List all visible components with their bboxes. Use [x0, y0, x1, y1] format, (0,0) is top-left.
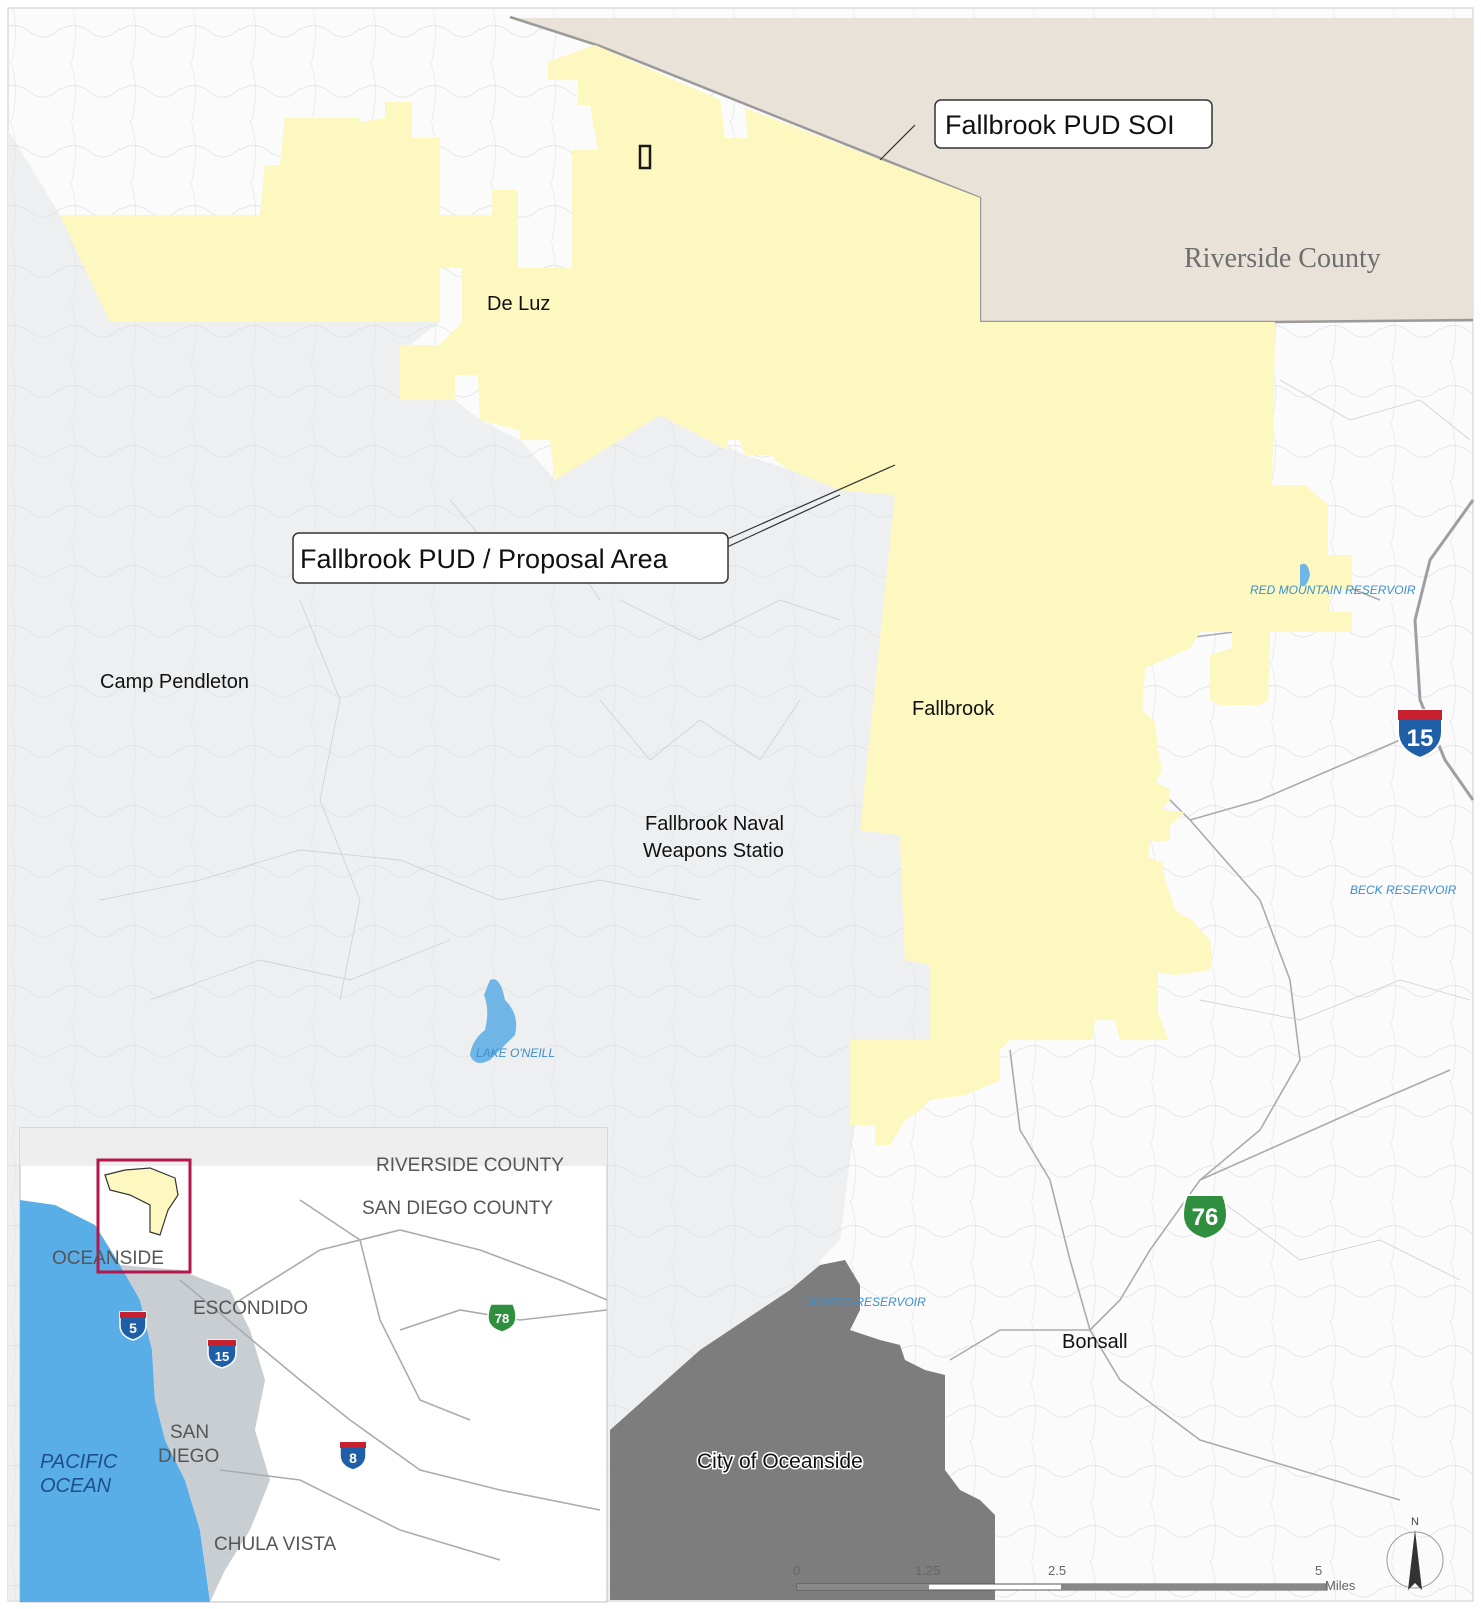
inset-sr78-number: 78 — [495, 1311, 509, 1326]
riverside-county-area — [515, 18, 1473, 322]
soi-callout-text: Fallbrook PUD SOI — [945, 110, 1175, 140]
north-arrow-icon: N — [1386, 1516, 1444, 1590]
inset-chula-vista-label: CHULA VISTA — [214, 1534, 336, 1555]
inset-escondido-label: ESCONDIDO — [193, 1298, 308, 1319]
fallbrook-label: Fallbrook — [912, 698, 995, 720]
inset-riverside-county-label: RIVERSIDE COUNTY — [376, 1155, 564, 1176]
red-mountain-water — [1300, 563, 1310, 587]
soi-callout: Fallbrook PUD SOI — [879, 99, 1213, 161]
red-mountain-reservoir-label: RED MOUNTAIN RESERVOIR — [1250, 583, 1416, 597]
inset-locator-frame — [96, 1158, 192, 1274]
inset-san-diego-county-label: SAN DIEGO COUNTY — [362, 1198, 553, 1219]
scale-tick-0: 0 — [793, 1563, 800, 1578]
scale-tick-3: 5 — [1315, 1563, 1322, 1578]
interstate-15-number: 15 — [1407, 725, 1434, 752]
inset-map: RIVERSIDE COUNTY SAN DIEGO COUNTY OCEANS… — [19, 1127, 608, 1603]
north-arrow-label: N — [1411, 1516, 1419, 1528]
inset-i5-shield: 5 — [119, 1311, 147, 1341]
camp-pendleton-label: Camp Pendleton — [100, 671, 249, 693]
naval-station-label-line1: Fallbrook Naval — [645, 813, 784, 835]
inset-i8-shield: 8 — [339, 1441, 367, 1471]
proposal-callout: Fallbrook PUD / Proposal Area — [292, 464, 896, 584]
inset-sr78-shield: 78 — [487, 1303, 517, 1333]
inset-diego-label: DIEGO — [158, 1446, 219, 1467]
scale-tick-2: 2.5 — [1048, 1563, 1066, 1578]
de-luz-label: De Luz — [487, 293, 550, 315]
inset-san-label: SAN — [170, 1422, 209, 1443]
city-of-oceanside-label: City of Oceanside — [697, 1450, 863, 1473]
proposal-callout-text: Fallbrook PUD / Proposal Area — [300, 544, 669, 574]
interstate-15-shield: 15 — [1397, 709, 1443, 760]
morro-reservoir-label: MORRO RESERVOIR — [806, 1295, 926, 1309]
sr-76-number: 76 — [1192, 1204, 1219, 1231]
soi-island — [638, 144, 652, 170]
scale-bar: 0 1.25 2.5 5 Miles — [793, 1563, 1356, 1593]
scale-unit: Miles — [1325, 1578, 1356, 1593]
inset-ocean-label: OCEAN — [40, 1475, 112, 1497]
inset-ocean — [20, 1200, 210, 1602]
bonsall-label: Bonsall — [1062, 1331, 1128, 1353]
naval-station-label-line2: Weapons Statio — [643, 840, 784, 862]
city-of-oceanside-area — [610, 1260, 995, 1600]
inset-i15-shield: 15 — [207, 1339, 237, 1369]
lake-oneill-label: LAKE O'NEILL — [476, 1046, 555, 1060]
inset-i15-number: 15 — [215, 1349, 229, 1364]
inset-i5-number: 5 — [129, 1320, 137, 1336]
inset-i8-number: 8 — [349, 1450, 357, 1466]
inset-oceanside-label: OCEANSIDE — [52, 1248, 164, 1269]
beck-reservoir-label: BECK RESERVOIR — [1350, 883, 1457, 897]
scale-tick-1: 1.25 — [915, 1563, 940, 1578]
riverside-county-label: Riverside County — [1184, 243, 1381, 274]
lake-oneill-water — [470, 979, 517, 1064]
sr-76-shield: 76 — [1181, 1194, 1229, 1241]
inset-soi-shape — [104, 1167, 179, 1236]
inset-pacific-label: PACIFIC — [40, 1451, 118, 1473]
